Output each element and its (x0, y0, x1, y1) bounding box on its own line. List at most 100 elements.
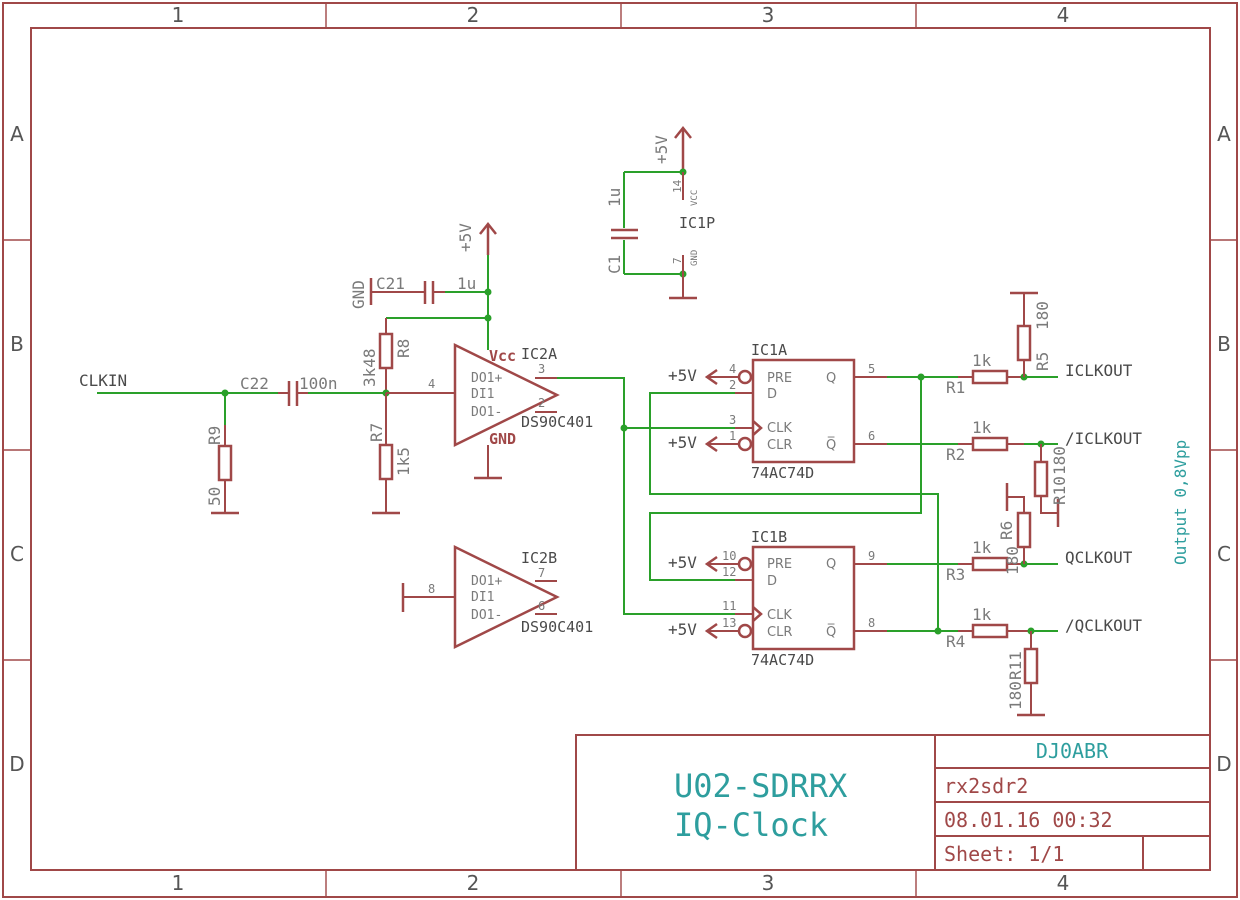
r3-name: R3 (946, 565, 965, 584)
ic2a-label-3: DO1- (471, 405, 502, 420)
ic2a-pin-n: 2 (538, 396, 545, 410)
col-label: 4 (1057, 3, 1070, 27)
date-label: 08.01.16 00:32 (944, 808, 1113, 832)
col-label: 1 (172, 3, 185, 27)
r6-name: R6 (997, 521, 1016, 540)
ic1a-pin-d: 2 (729, 378, 736, 392)
c22-value: 100n (299, 374, 338, 393)
r8-name: R8 (394, 339, 413, 358)
ic1b-clr: CLR (767, 625, 792, 640)
r3-value: 1k (972, 538, 992, 557)
resistor-r6 (1016, 511, 1032, 549)
ic1b-pin-pre: 10 (722, 549, 736, 563)
ic1p-gnd: GND (690, 250, 700, 266)
title-line-2: IQ-Clock (674, 806, 828, 844)
r6-value: 180 (1003, 546, 1022, 575)
r7-value: 1k5 (394, 447, 413, 476)
ic2a-pin-in: 4 (428, 377, 435, 391)
ic1b-qn: Q̅ (826, 624, 836, 640)
c22-name: C22 (240, 374, 269, 393)
gnd-c21: GND (349, 280, 368, 309)
row-label: C (10, 542, 24, 566)
col-label: 2 (467, 3, 480, 27)
ic2a-label-1: DO1+ (471, 371, 502, 386)
ic2b-label-1: DO1+ (471, 574, 502, 589)
supply-5v-ic2a: +5V (456, 223, 475, 252)
bias-section: +5V GND C21 1u R8 3k48 R7 1k5 4 (349, 221, 593, 515)
ic2a-label-2: DI1 (471, 387, 494, 402)
r9-value: 50 (205, 487, 224, 506)
net-niclkout: /ICLKOUT (1065, 429, 1142, 448)
r5-value: 180 (1033, 301, 1052, 330)
ic1a-supply-pre: +5V (668, 366, 697, 385)
r1-name: R1 (946, 378, 965, 397)
ic2b-name: IC2B (521, 549, 557, 567)
ic1b-pin-clk: 11 (722, 599, 736, 613)
ic2b-label-2: DI1 (471, 590, 494, 605)
resistor-r8 (378, 332, 394, 370)
ic1a-pin-qn: 6 (868, 429, 875, 443)
ic2b-pin-n: 6 (538, 599, 545, 613)
ic1a-d: D (767, 387, 777, 402)
r5-name: R5 (1033, 352, 1052, 371)
resistor-r10 (1033, 460, 1049, 498)
ic2a-name: IC2A (521, 345, 557, 363)
c21-value: 1u (457, 274, 476, 293)
col-label: 3 (762, 871, 775, 895)
ic1b-pre: PRE (767, 557, 792, 572)
ic1b-part: 74AC74D (751, 651, 814, 669)
flipflop-ic1b: IC1B 74AC74D PRE D CLK CLR Q Q̅ 10 12 11… (668, 528, 887, 669)
r2-value: 1k (972, 418, 992, 437)
r7-name: R7 (367, 423, 386, 442)
row-label: A (1217, 122, 1231, 146)
ic2b-label-3: DO1- (471, 608, 502, 623)
net-iclkout: ICLKOUT (1065, 361, 1133, 380)
ic1a-pre: PRE (767, 371, 792, 386)
resistor-r2 (971, 436, 1009, 452)
output-section: 1k R1 ICLKOUT R5 180 1k R2 /ICLKOUT R10 … (887, 291, 1190, 717)
file-name: rx2sdr2 (944, 774, 1028, 798)
ic1b-q: Q (826, 557, 836, 572)
ic1a-pin-clk: 3 (729, 413, 736, 427)
ic1a-pin-q: 5 (868, 362, 875, 376)
ic1a-pin-pre: 4 (729, 362, 736, 376)
ic1a-q: Q (826, 371, 836, 386)
ic2b-section: 8 DO1+ DI1 DO1- IC2B DS90C401 7 6 (401, 544, 593, 650)
r11-value: 180 (1006, 681, 1025, 710)
c21-name: C21 (376, 274, 405, 293)
ic1a-pin-clr: 1 (729, 429, 736, 443)
ic2a-pin-p: 3 (538, 362, 545, 376)
r11-name: R11 (1006, 651, 1025, 680)
col-label: 3 (762, 3, 775, 27)
c1-value: 1u (605, 188, 624, 207)
r4-name: R4 (946, 632, 965, 651)
ic1a-qn: Q̅ (826, 437, 836, 453)
r10-value: 180 (1050, 446, 1069, 475)
row-label: A (10, 122, 24, 146)
ic1b-pin-qn: 8 (868, 616, 875, 630)
ic1a-name: IC1A (751, 341, 787, 359)
resistor-r5 (1016, 324, 1032, 362)
title-block: DJ0ABR U02-SDRRX IQ-Clock rx2sdr2 08.01.… (575, 734, 1211, 871)
ic1b-supply-clr: +5V (668, 620, 697, 639)
ic1b-name: IC1B (751, 528, 787, 546)
ic1b-d: D (767, 574, 777, 589)
ic1a-supply-clr: +5V (668, 433, 697, 452)
c1-name: C1 (605, 255, 624, 274)
ic2a-gnd: GND (489, 430, 516, 448)
r10-name: R10 (1050, 476, 1069, 505)
r4-value: 1k (972, 605, 992, 624)
ic2a-part: DS90C401 (521, 413, 593, 431)
ic2a-vcc: Vcc (489, 347, 516, 365)
r2-name: R2 (946, 445, 965, 464)
row-label: C (1217, 542, 1231, 566)
r9-name: R9 (205, 426, 224, 445)
resistor-r9 (217, 444, 233, 482)
ic1b-supply-pre: +5V (668, 553, 697, 572)
row-label: D (9, 752, 24, 776)
sheet-label: Sheet: 1/1 (944, 842, 1064, 866)
ic2b-pin-p: 7 (538, 566, 545, 580)
ic2b-pin-in: 8 (428, 582, 435, 596)
row-label: B (1217, 332, 1231, 356)
col-label: 4 (1057, 871, 1070, 895)
